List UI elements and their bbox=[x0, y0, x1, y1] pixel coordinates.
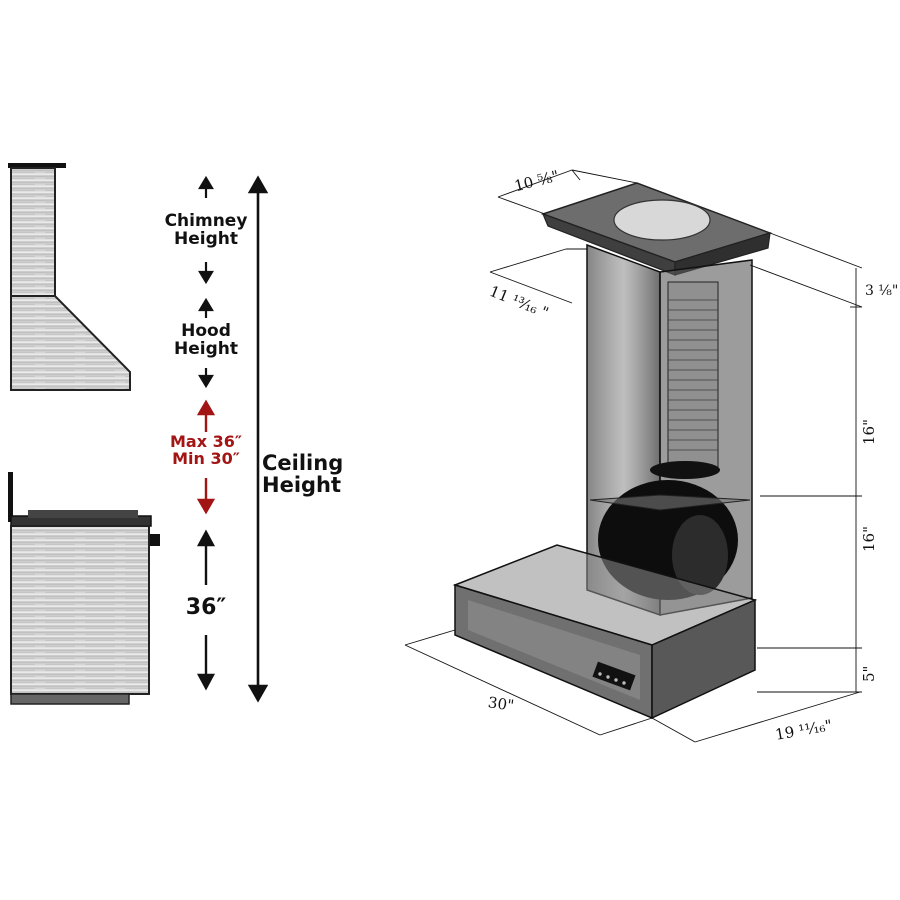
chimney-line2: Height bbox=[174, 228, 238, 249]
counter-height-label: 36″ bbox=[185, 595, 227, 620]
range-side-view bbox=[8, 472, 160, 705]
hood-side-view bbox=[8, 163, 131, 391]
hood-arrows bbox=[198, 297, 214, 389]
dim-width: 30" bbox=[486, 693, 516, 715]
dim-top-cap: 3 ¹⁄₈" bbox=[865, 283, 899, 299]
hood-3d-view bbox=[452, 182, 773, 720]
ceiling-height-label: Ceiling Height bbox=[262, 452, 354, 496]
clearance-label: Max 36″ Min 30″ bbox=[160, 432, 252, 468]
dim-hood-height: 5" bbox=[860, 665, 878, 682]
clearance-arrows bbox=[196, 399, 216, 515]
ceiling-arrow bbox=[247, 175, 269, 703]
dim-lower-chimney: 16" bbox=[860, 526, 878, 552]
ceiling-line1: Ceiling bbox=[262, 451, 344, 475]
counter-arrows bbox=[196, 529, 216, 691]
chimney-height-label: Chimney Height bbox=[160, 211, 252, 249]
chimney-line1: Chimney bbox=[164, 211, 248, 231]
dimension-lines bbox=[404, 169, 863, 743]
hood-line1: Hood bbox=[181, 321, 231, 341]
hood-line2: Height bbox=[174, 338, 238, 359]
chimney-arrows bbox=[198, 175, 214, 285]
dim-upper-chimney: 16" bbox=[860, 419, 878, 445]
ceiling-line2: Height bbox=[262, 473, 342, 498]
min-clearance: Min 30″ bbox=[172, 448, 240, 468]
hood-height-label: Hood Height bbox=[160, 321, 252, 359]
max-clearance: Max 36″ bbox=[169, 432, 243, 451]
